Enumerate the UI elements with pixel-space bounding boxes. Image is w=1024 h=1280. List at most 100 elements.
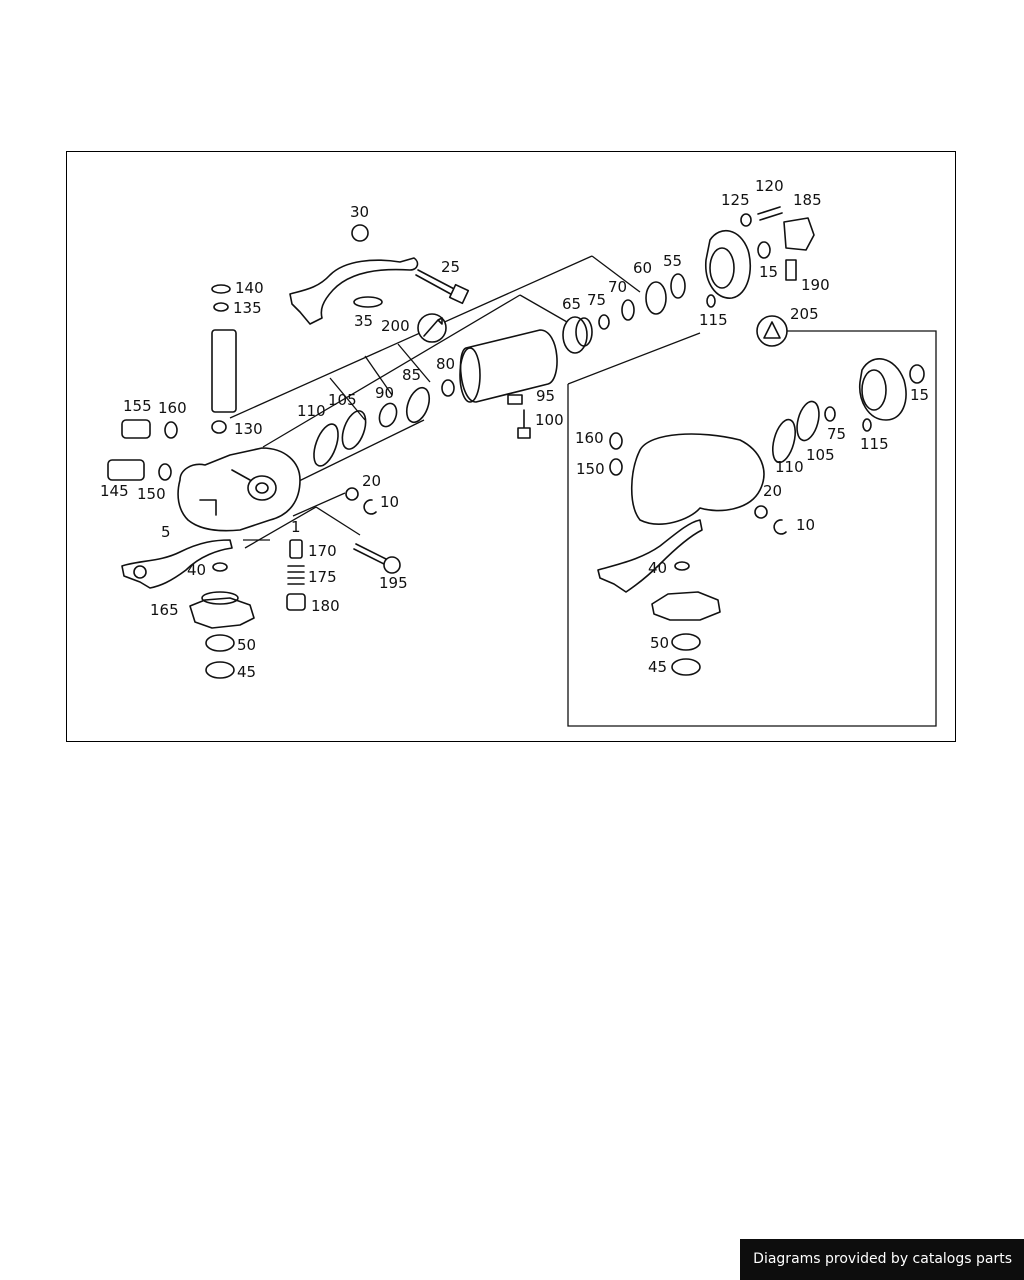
callout-25: 25 [441, 258, 460, 276]
seal-105b [796, 400, 820, 442]
washer-55 [670, 273, 686, 299]
callout-205: 205 [790, 305, 819, 323]
washer-125 [740, 213, 752, 227]
callout-85: 85 [402, 366, 421, 384]
callout-160b: 160 [575, 429, 604, 447]
callout-180: 180 [311, 597, 340, 615]
lock-185 [783, 217, 815, 251]
callout-80: 80 [436, 355, 455, 373]
callout-50a: 50 [237, 636, 256, 654]
plate-95 [507, 394, 523, 405]
callout-165: 165 [150, 601, 179, 619]
steering-gear-inset [630, 433, 765, 525]
callout-145: 145 [100, 482, 129, 500]
callout-195: 195 [379, 574, 408, 592]
diagram-frame [66, 151, 956, 742]
clip-35 [353, 296, 383, 308]
fitting-145 [107, 459, 145, 481]
ring-75b [824, 406, 836, 422]
callout-10b: 10 [796, 516, 815, 534]
callout-40b: 40 [648, 559, 667, 577]
cover-top [705, 229, 752, 299]
callout-155: 155 [123, 397, 152, 415]
callout-95: 95 [536, 387, 555, 405]
inset-box [567, 330, 937, 727]
washer-135 [213, 302, 229, 312]
spring-175 [287, 565, 305, 585]
ring-45a [205, 661, 235, 679]
bolt-195 [353, 543, 389, 566]
callout-120: 120 [755, 177, 784, 195]
pitman-arm-inset [597, 519, 703, 593]
explosion-guides [229, 255, 641, 549]
ring-20b [754, 505, 768, 519]
steering-gear-housing [177, 447, 301, 532]
callout-90: 90 [375, 384, 394, 402]
badge-205 [756, 315, 788, 347]
shaft-column [211, 329, 237, 413]
ring-20a [345, 487, 359, 501]
callout-110a: 110 [297, 402, 326, 420]
washer-115a [706, 294, 716, 308]
callout-160a: 160 [158, 399, 187, 417]
callout-185: 185 [793, 191, 822, 209]
washer-160b [609, 432, 623, 450]
callout-20a: 20 [362, 472, 381, 490]
bearing-60 [645, 281, 667, 315]
washer-150b [609, 458, 623, 476]
callout-45b: 45 [648, 658, 667, 676]
pitman-arm-top [289, 257, 419, 325]
plug-180 [286, 593, 306, 611]
callout-35: 35 [354, 312, 373, 330]
callout-105b: 105 [806, 446, 835, 464]
callout-200: 200 [381, 317, 410, 335]
ring-70 [621, 299, 635, 321]
callout-70: 70 [608, 278, 627, 296]
callout-115b: 115 [860, 435, 889, 453]
washer-150a [158, 463, 172, 481]
bolt-190 [785, 259, 797, 281]
callout-60: 60 [633, 259, 652, 277]
circlip-10b [773, 519, 787, 535]
callout-40a: 40 [187, 561, 206, 579]
washer-160a [164, 421, 178, 439]
callout-170: 170 [308, 542, 337, 560]
ring-110a [313, 423, 339, 467]
pitman-arm-5 [121, 539, 233, 589]
callout-65: 65 [562, 295, 581, 313]
callout-115a: 115 [699, 311, 728, 329]
inset-leader [567, 332, 701, 385]
nut-30 [351, 224, 369, 242]
callout-110b: 110 [775, 458, 804, 476]
seal-105a [341, 410, 367, 450]
callout-150b: 150 [576, 460, 605, 478]
callout-140: 140 [235, 279, 264, 297]
washer-15a [757, 241, 771, 259]
callout-75a: 75 [587, 291, 606, 309]
ring-140 [211, 284, 231, 294]
callout-175: 175 [308, 568, 337, 586]
ring-45b [671, 658, 701, 676]
callout-130: 130 [234, 420, 263, 438]
circlip-10a [363, 499, 377, 515]
callout-1: 1 [291, 518, 301, 536]
fitting-155 [121, 419, 151, 439]
credit-badge: Diagrams provided by catalogs parts [740, 1239, 1024, 1280]
washer-40a [212, 562, 228, 572]
callout-135: 135 [233, 299, 262, 317]
callout-15a: 15 [759, 263, 778, 281]
pin-170 [289, 539, 303, 559]
callout-15b: 15 [910, 386, 929, 404]
callout-100: 100 [535, 411, 564, 429]
washer-15b [909, 364, 925, 384]
callout-45a: 45 [237, 663, 256, 681]
housing-cover-inset [651, 591, 721, 621]
callout-5: 5 [161, 523, 171, 541]
washer-80 [441, 379, 455, 397]
callout-125: 125 [721, 191, 750, 209]
housing-cover-165 [189, 597, 255, 629]
callout-55: 55 [663, 252, 682, 270]
callout-150a: 150 [137, 485, 166, 503]
